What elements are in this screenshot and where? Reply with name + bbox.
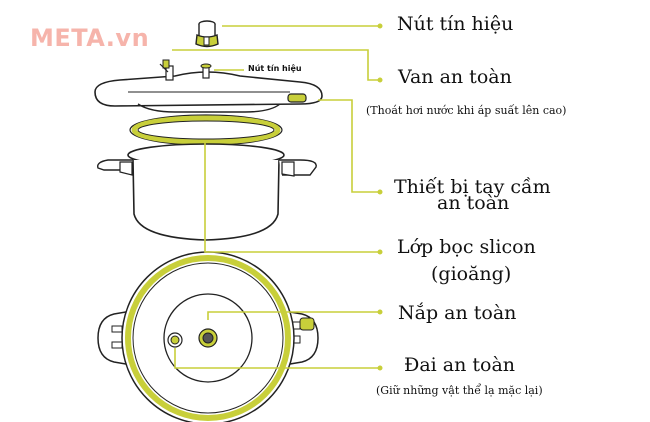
leader-dots xyxy=(377,23,383,371)
signal-button-icon xyxy=(195,20,219,48)
leader-lines xyxy=(172,25,380,369)
brand-logo: META.vn xyxy=(30,24,150,52)
gasket-ring-icon xyxy=(129,114,283,146)
top-view-icon xyxy=(97,251,319,422)
pot-body-icon xyxy=(97,143,317,241)
label-safety-valve-note: (Thoát hơi nước khi áp suất lên cao) xyxy=(366,104,567,117)
label-handle-line1: Thiết bị tay cầm xyxy=(394,176,551,198)
lid-icon xyxy=(94,59,323,113)
label-signal-button: Nút tín hiệu xyxy=(397,13,514,35)
label-gasket-line1: Lớp bọc slicon xyxy=(397,236,536,258)
label-safety-band: Đai an toàn xyxy=(404,354,516,376)
inline-callout-label: Nút tín hiệu xyxy=(248,64,302,73)
label-safety-valve: Van an toàn xyxy=(398,66,512,88)
label-safety-lid: Nắp an toàn xyxy=(398,302,517,324)
label-safety-band-note: (Giữ những vật thể lạ mặc lại) xyxy=(376,384,543,397)
label-handle-line2: an toàn xyxy=(437,192,510,214)
label-gasket-line2: (gioăng) xyxy=(431,263,512,285)
